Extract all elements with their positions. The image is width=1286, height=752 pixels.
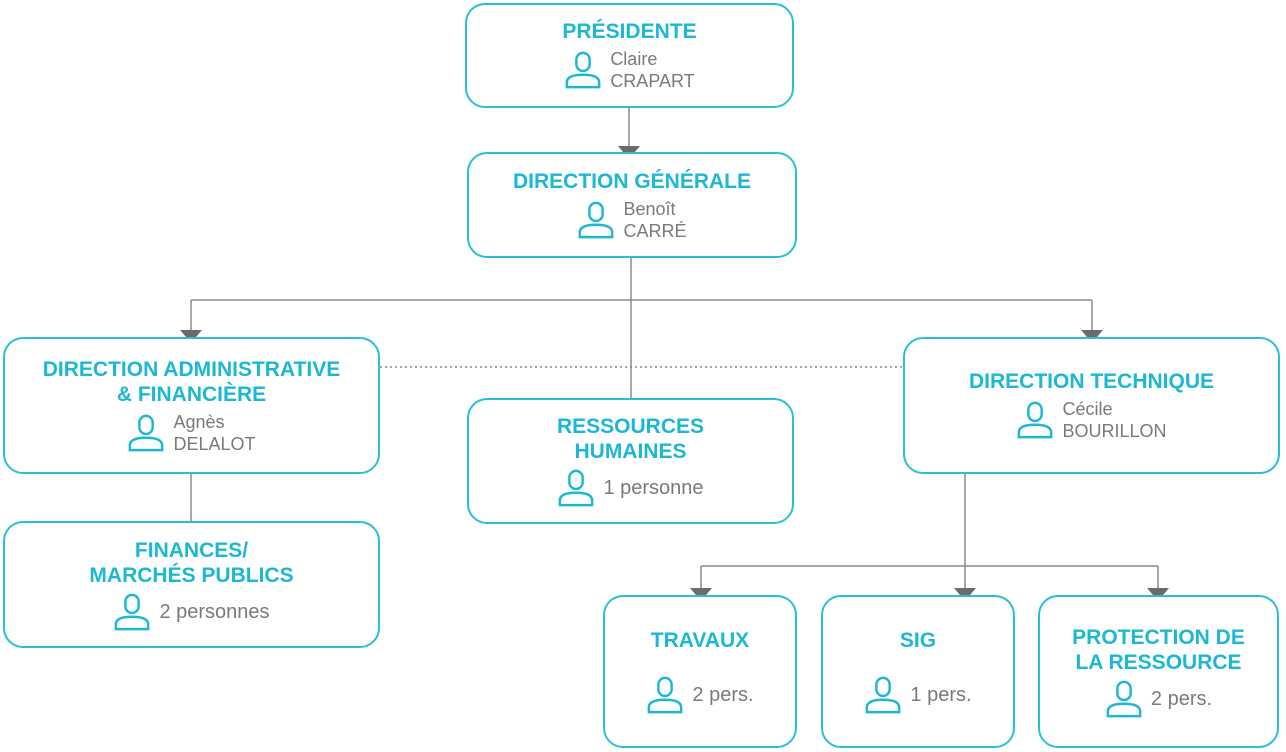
finances-count: 2 personnes <box>159 600 270 623</box>
ressources-humaines-box: RESSOURCES HUMAINES 1 personne <box>467 398 794 524</box>
person-icon <box>129 414 164 451</box>
arrow-to-dt <box>1081 330 1103 343</box>
arrow-to-protection <box>1147 588 1169 601</box>
finances-title: FINANCES/ MARCHÉS PUBLICS <box>89 538 294 587</box>
direction-technique-first-name: Cécile <box>1062 399 1113 419</box>
presidente-last-name: CRAPART <box>610 71 695 91</box>
finances-person: 2 personnes <box>113 592 270 632</box>
ressources-humaines-person: 1 personne <box>557 468 704 508</box>
protection-title: PROTECTION DE LA RESSOURCE <box>1072 625 1245 674</box>
direction-administrative-box: DIRECTION ADMINISTRATIVE & FINANCIÈRE Ag… <box>3 337 380 474</box>
sig-person: 1 pers. <box>864 675 972 715</box>
sig-count: 1 pers. <box>910 684 972 706</box>
direction-generale-last-name: CARRÉ <box>623 220 687 241</box>
person-icon <box>866 676 901 714</box>
sig-box: SIG 1 pers. <box>821 595 1015 748</box>
travaux-person: 2 pers. <box>646 675 754 715</box>
direction-administrative-title: DIRECTION ADMINISTRATIVE & FINANCIÈRE <box>42 357 341 406</box>
arrow-to-daf <box>180 330 202 343</box>
arrow-to-sig <box>954 588 976 601</box>
finances-box: FINANCES/ MARCHÉS PUBLICS 2 personnes <box>3 521 380 648</box>
direction-administrative-last-name: DELALOT <box>173 433 256 454</box>
person-icon <box>559 469 594 507</box>
ressources-humaines-title: RESSOURCES HUMAINES <box>556 415 705 463</box>
direction-generale-first-name: Benoît <box>623 198 676 219</box>
person-icon <box>648 676 683 714</box>
travaux-title: TRAVAUX <box>650 629 750 652</box>
ressources-humaines-count: 1 personne <box>603 477 704 499</box>
person-icon <box>565 51 601 89</box>
person-icon <box>115 593 150 630</box>
direction-administrative-first-name: Agnès <box>173 411 225 432</box>
direction-technique-last-name: BOURILLON <box>1062 421 1167 441</box>
direction-generale-title: DIRECTION GÉNÉRALE <box>512 169 751 193</box>
protection-box: PROTECTION DE LA RESSOURCE 2 pers. <box>1038 595 1279 748</box>
travaux-count: 2 pers. <box>692 684 754 706</box>
travaux-box: TRAVAUX 2 pers. <box>603 595 797 748</box>
person-icon <box>579 201 614 238</box>
protection-count: 2 pers. <box>1150 687 1213 710</box>
person-icon <box>1106 680 1142 717</box>
arrow-to-travaux <box>690 588 712 601</box>
sig-title: SIG <box>899 629 937 652</box>
person-icon <box>1018 401 1053 439</box>
direction-technique-title: DIRECTION TECHNIQUE <box>968 370 1214 393</box>
protection-person: 2 pers. <box>1105 679 1212 719</box>
presidente-title: PRÉSIDENTE <box>562 20 697 43</box>
presidente-first-name: Claire <box>610 49 658 69</box>
